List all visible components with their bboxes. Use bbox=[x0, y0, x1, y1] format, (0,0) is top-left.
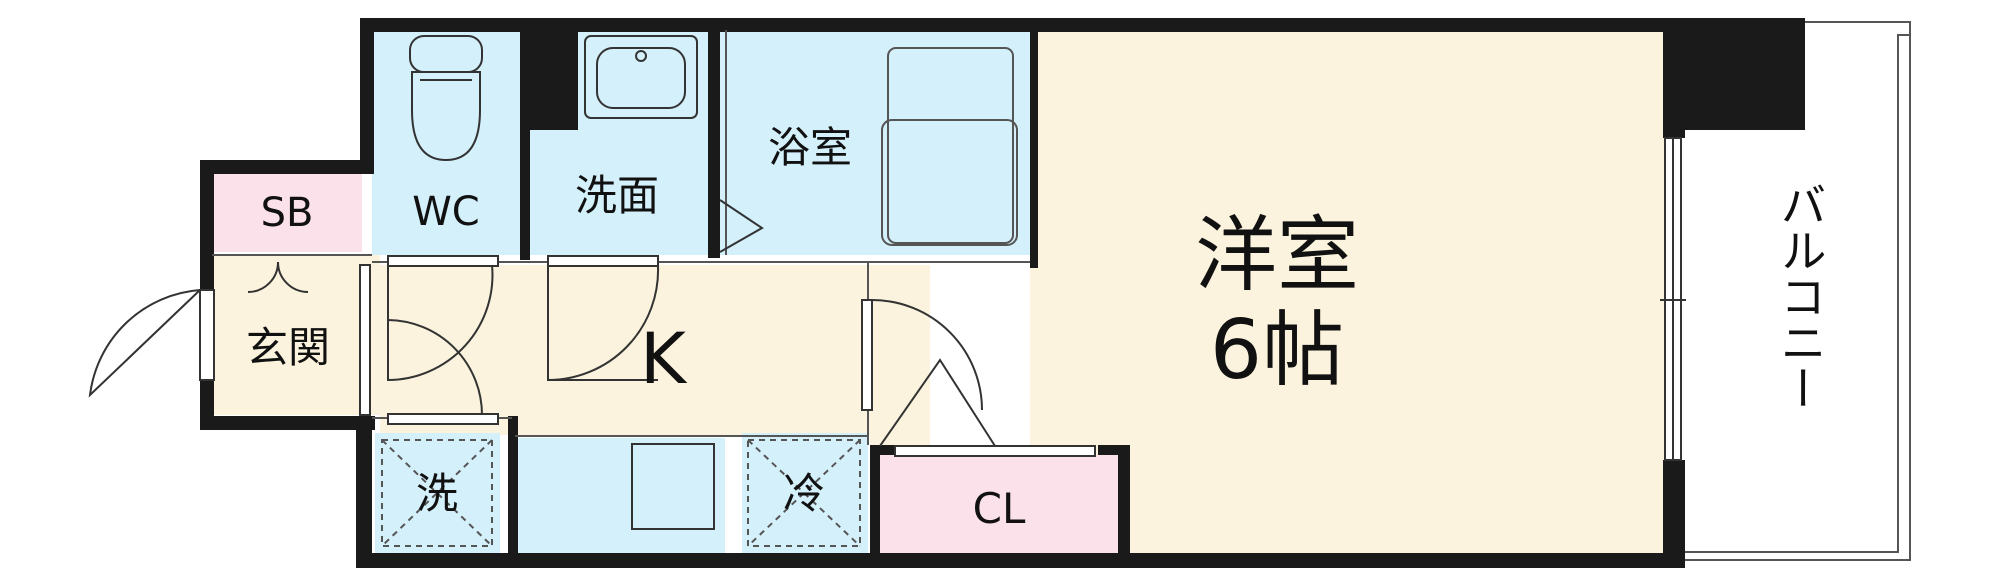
bathroom-area bbox=[720, 30, 1030, 255]
closet-label: CL bbox=[973, 484, 1026, 533]
washer-label: 洗 bbox=[416, 469, 458, 518]
western-room-name: 洋室 bbox=[1195, 208, 1359, 303]
entrance-label: 玄関 bbox=[246, 323, 330, 372]
entrance-floor bbox=[210, 255, 380, 415]
step-arrow-icon bbox=[719, 199, 764, 253]
door-openings bbox=[199, 255, 1096, 457]
shoe-box-area bbox=[212, 172, 362, 252]
shoe-box-label: SB bbox=[261, 190, 314, 236]
kitchen-sink-icon bbox=[631, 443, 715, 530]
closet-area bbox=[880, 455, 1118, 555]
washroom-label: 洗面 bbox=[575, 171, 659, 220]
counter-area bbox=[515, 438, 725, 553]
toilet-label: WC bbox=[412, 189, 479, 235]
western-room-size: 6帖 bbox=[1210, 303, 1344, 398]
fridge-label: 冷 bbox=[783, 469, 825, 518]
western-room-floor bbox=[1030, 30, 1665, 558]
kitchen-passage-floor bbox=[870, 265, 930, 445]
appliance-boxes bbox=[381, 439, 861, 547]
balcony-label: バルコニー bbox=[1774, 181, 1828, 411]
kitchen-label: K bbox=[640, 318, 688, 400]
balcony bbox=[1685, 21, 1911, 561]
door-swings bbox=[88, 261, 996, 447]
balcony-window bbox=[1660, 137, 1686, 461]
wash-basin-icon bbox=[584, 35, 698, 119]
toilet-fixture-icon bbox=[409, 35, 483, 162]
walls bbox=[200, 18, 1805, 568]
washroom-area bbox=[530, 130, 708, 255]
bathroom-label: 浴室 bbox=[768, 123, 852, 172]
